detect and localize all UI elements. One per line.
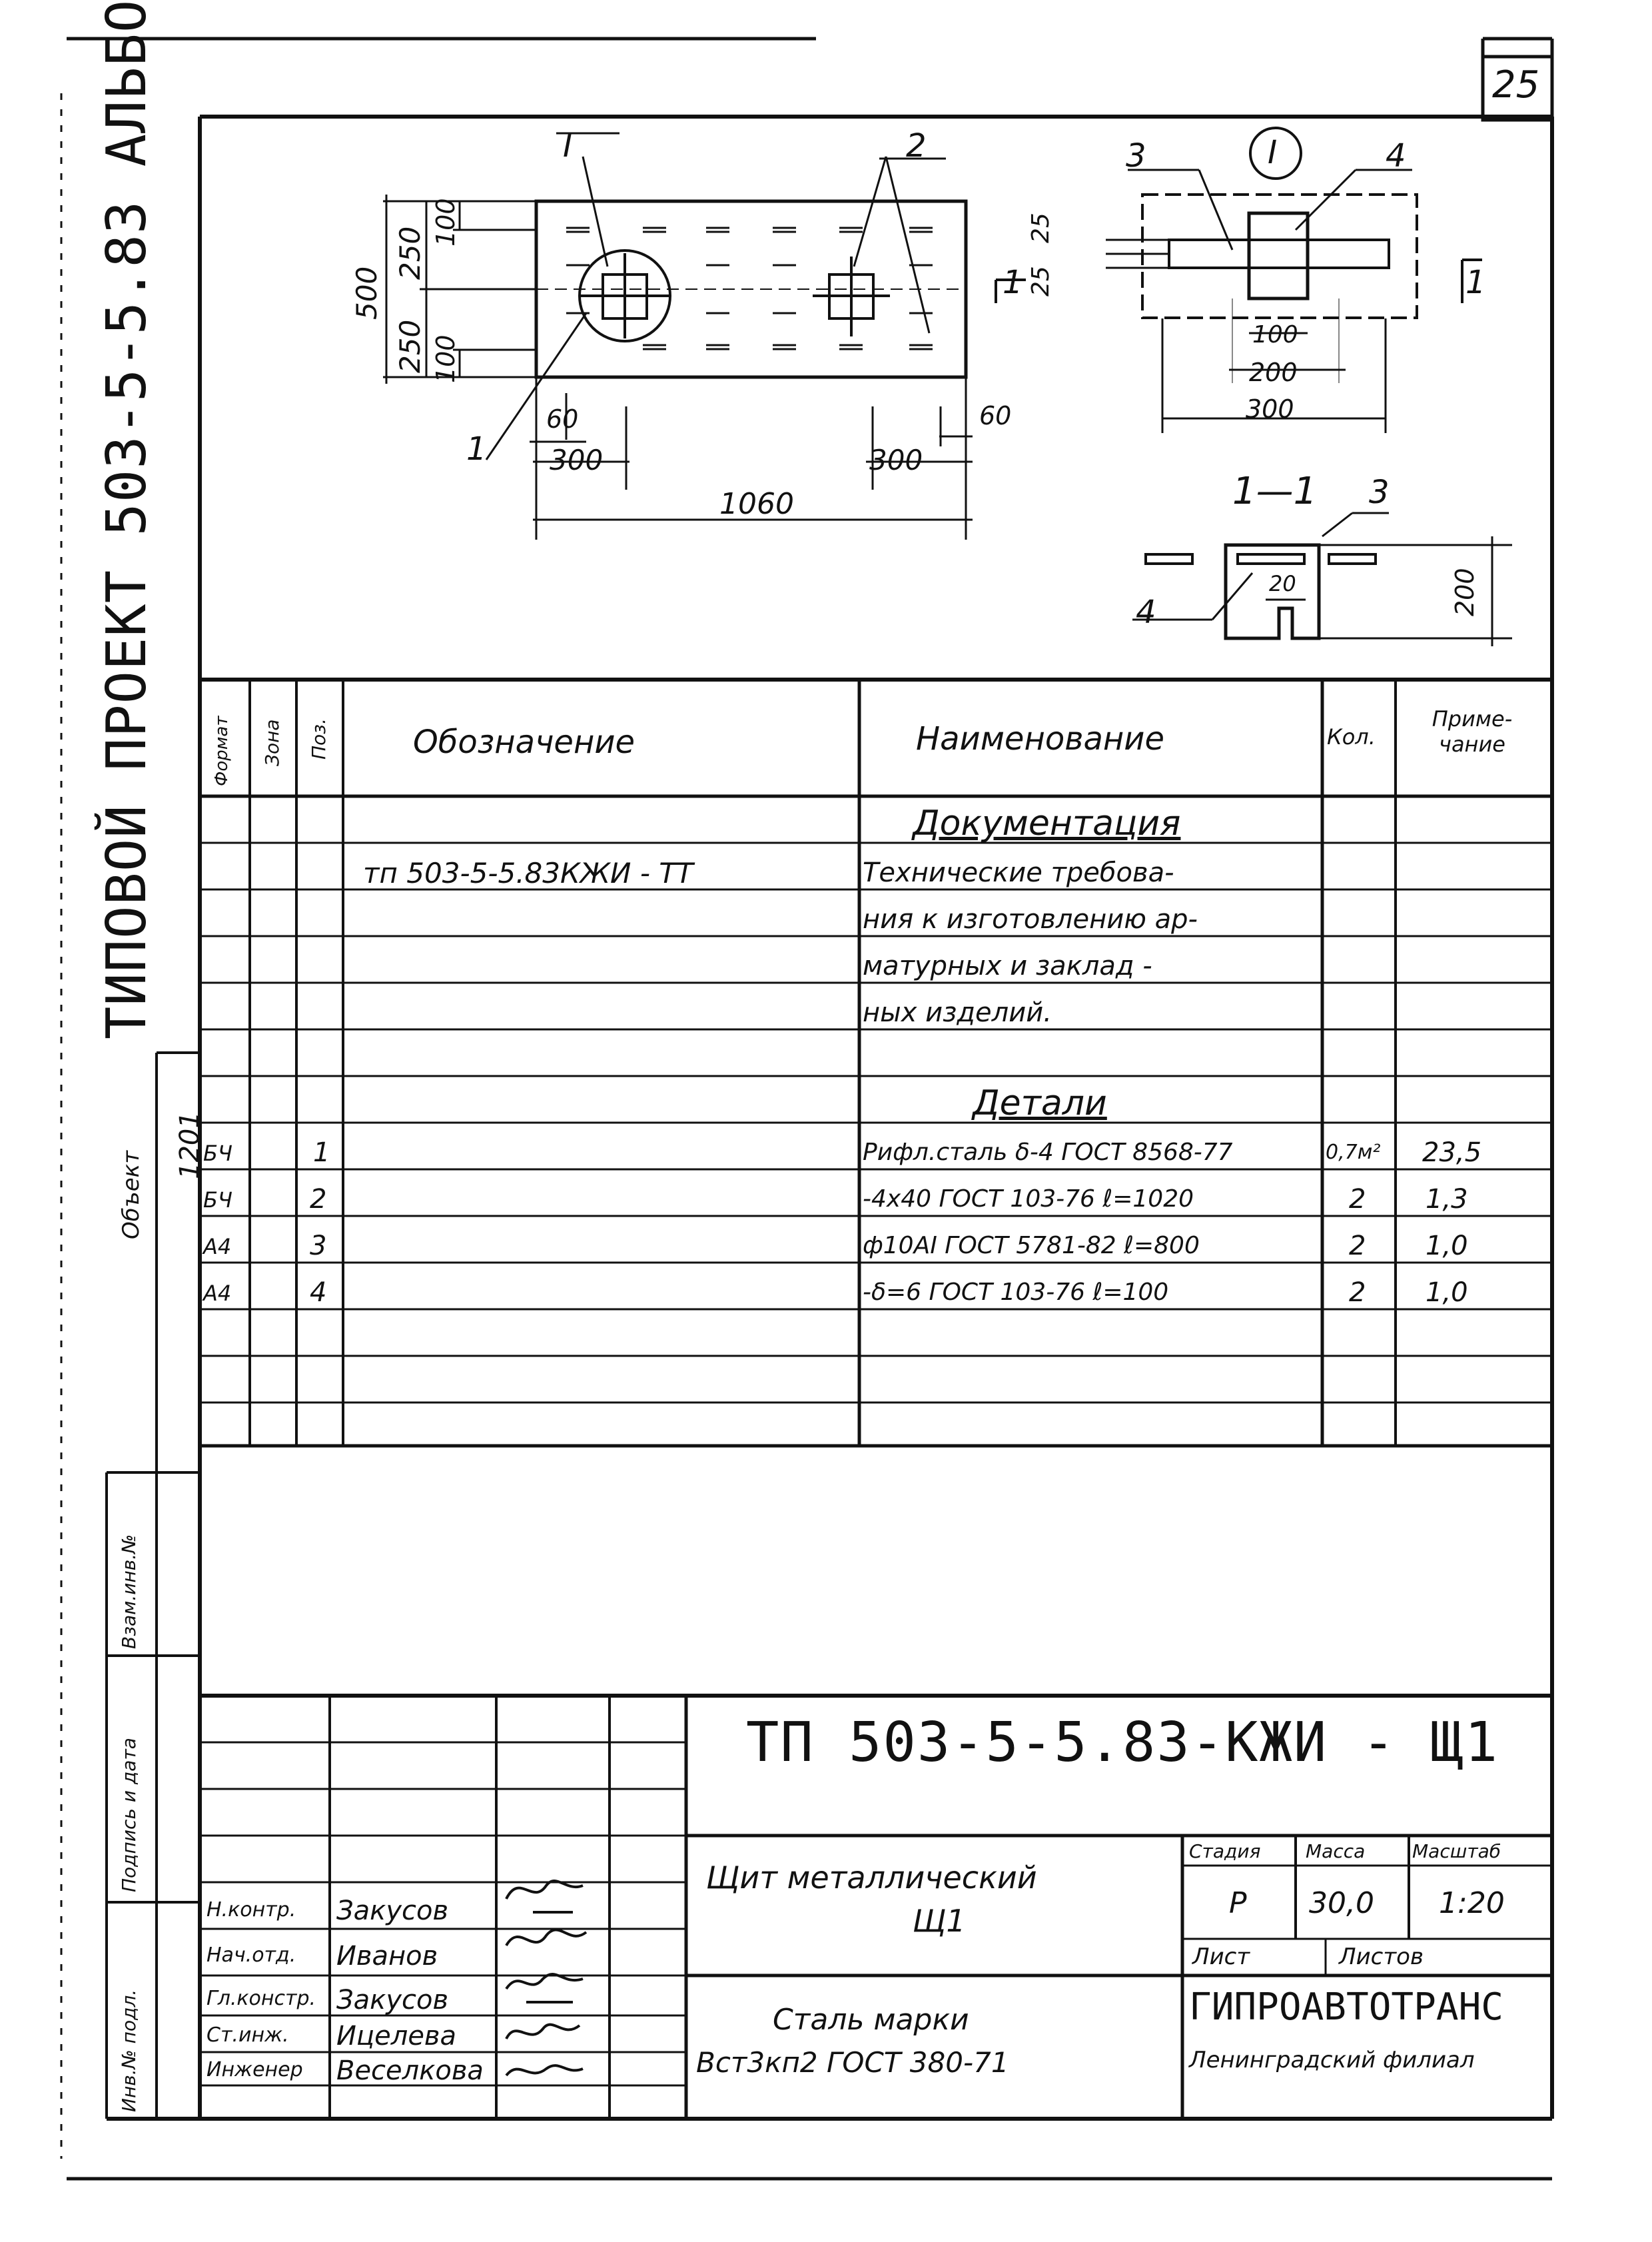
person-1-name: Закусов (336, 1896, 449, 1926)
doc-name-line-1: Технические требова- (863, 857, 1174, 888)
detail-I-mark: I (1268, 134, 1278, 171)
material-line-1: Сталь марки (773, 2003, 969, 2037)
object-value: 1201 (175, 1111, 205, 1179)
dim-100-bottom: 100 (431, 334, 460, 383)
section-details: Детали (973, 1083, 1107, 1123)
row-4-pos: 4 (310, 1277, 327, 1308)
scale-label: Масштаб (1412, 1840, 1501, 1862)
sign-date-label: Подпись и дата (118, 1738, 140, 1892)
col-designation-header: Обозначение (413, 724, 635, 761)
row-1-name: Рифл.сталь δ-4 ГОСТ 8568-77 (863, 1139, 1233, 1166)
row-2-note: 1,3 (1426, 1184, 1468, 1215)
dim-25-top: 25 (1027, 213, 1054, 243)
row-4-qty: 2 (1349, 1277, 1366, 1308)
section-mark-right: 1 (1465, 264, 1486, 301)
person-3-role: Гл.констр. (206, 1987, 316, 2010)
section-documentation: Документация (913, 804, 1181, 843)
callout-pos-4: 4 (1386, 137, 1406, 175)
section-mark-left: 1 (1003, 264, 1023, 301)
object-label: Объект (118, 1150, 145, 1239)
person-3-name: Закусов (336, 1985, 449, 2015)
row-3-name: ф10АI ГОСТ 5781-82 ℓ=800 (863, 1232, 1200, 1259)
title-line-2: Щ1 (913, 1903, 966, 1939)
row-4-format: А4 (203, 1281, 232, 1306)
section-1-1-view (1132, 512, 1512, 646)
dim-25-bottom: 25 (1027, 266, 1054, 296)
row-1-note: 23,5 (1422, 1137, 1482, 1168)
mass-value: 30,0 (1309, 1886, 1374, 1920)
row-4-name: -δ=6 ГОСТ 103-76 ℓ=100 (863, 1279, 1169, 1306)
signatures (505, 1880, 588, 2077)
sheets-label: Листов (1339, 1944, 1424, 1970)
document-code: ТП 503-5-5.83-КЖИ - Щ1 (746, 1711, 1499, 1774)
mass-label: Масса (1306, 1840, 1366, 1862)
person-4-role: Ст.инж. (206, 2023, 289, 2047)
doc-name-line-3: матурных и заклад - (863, 951, 1152, 981)
doc-name-line-2: ния к изготовлению ар- (863, 904, 1198, 935)
doc-designation: тп 503-5-5.83КЖИ - ТТ (363, 857, 693, 889)
col-note-header: Приме-чание (1432, 706, 1513, 758)
dim-section-200: 200 (1450, 568, 1479, 616)
dim-300-right: 300 (869, 444, 923, 476)
dim-detail-200: 200 (1249, 358, 1298, 387)
section-title: 1—1 (1232, 470, 1318, 513)
section-callout-4: 4 (1136, 594, 1156, 631)
stage-value: Р (1229, 1886, 1247, 1920)
dim-60-left: 60 (546, 404, 579, 434)
doc-name-line-4: ных изделий. (863, 997, 1052, 1028)
organization: ГИПРОАВТОТРАНС (1189, 1985, 1504, 2029)
row-3-note: 1,0 (1426, 1231, 1468, 1261)
stage-label: Стадия (1189, 1840, 1261, 1862)
replace-inv-label: Взам.инв.№ (118, 1534, 140, 1649)
person-2-name: Иванов (336, 1941, 438, 1971)
dim-detail-100: 100 (1252, 321, 1298, 348)
col-name-header: Наименование (916, 720, 1165, 758)
row-2-qty: 2 (1349, 1184, 1366, 1215)
scale-value: 1:20 (1439, 1886, 1505, 1920)
section-callout-3: 3 (1369, 474, 1390, 511)
person-1-role: Н.контр. (206, 1898, 296, 1922)
row-3-pos: 3 (310, 1231, 327, 1261)
col-format-header: Формат (212, 716, 232, 787)
callout-pos-1: 1 (466, 430, 487, 468)
row-3-format: А4 (203, 1234, 232, 1259)
person-2-role: Нач.отд. (206, 1944, 296, 1967)
inv-field-label: Инв.№ подл. (118, 1989, 140, 2112)
row-1-format: БЧ (203, 1141, 232, 1166)
title-line-1: Щит металлический (706, 1860, 1037, 1896)
row-2-pos: 2 (310, 1184, 327, 1215)
row-4-note: 1,0 (1426, 1277, 1468, 1308)
dim-60-right: 60 (979, 401, 1012, 430)
col-zone-header: Зона (261, 719, 283, 766)
organization-branch: Ленинградский филиал (1189, 2047, 1475, 2073)
dim-section-20: 20 (1269, 571, 1296, 596)
plan-view (383, 132, 1026, 540)
dim-250-top: 250 (394, 226, 426, 280)
dim-500: 500 (350, 266, 383, 320)
row-3-qty: 2 (1349, 1231, 1366, 1261)
person-5-role: Инженер (206, 2058, 303, 2081)
sheet-label: Лист (1192, 1944, 1250, 1970)
row-2-format: БЧ (203, 1187, 232, 1213)
callout-detail-I: I (563, 127, 573, 165)
person-4-name: Ицелева (336, 2021, 457, 2051)
callout-pos-3: 3 (1126, 137, 1146, 175)
detail-I-view (1106, 127, 1482, 433)
callout-pos-2: 2 (906, 127, 927, 165)
col-pos-header: Поз. (308, 718, 330, 760)
dim-300-left: 300 (550, 444, 604, 476)
col-qty-header: Кол. (1327, 724, 1376, 750)
dim-detail-300: 300 (1246, 394, 1294, 424)
dim-1060: 1060 (719, 487, 794, 521)
row-1-pos: 1 (313, 1137, 330, 1168)
sheet-number: 25 (1492, 63, 1540, 107)
dim-100-top: 100 (431, 198, 460, 247)
row-1-qty: 0,7м² (1326, 1141, 1381, 1164)
material-line-2: Вст3кп2 ГОСТ 380-71 (696, 2046, 1009, 2079)
row-2-name: -4х40 ГОСТ 103-76 ℓ=1020 (863, 1185, 1194, 1213)
dim-250-bottom: 250 (394, 319, 426, 373)
project-title-vertical: ТИПОВОЙ ПРОЕКТ 503-5-5.83 АЛЬБОМ II (95, 0, 159, 1039)
person-5-name: Веселкова (336, 2055, 484, 2086)
